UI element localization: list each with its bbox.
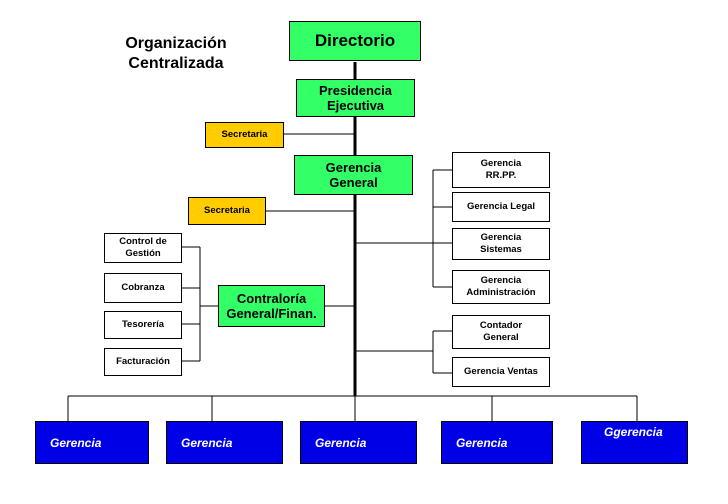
box-tesoreria: Tesorería	[104, 311, 182, 339]
box-secretaria-1: Secretaria	[205, 122, 284, 148]
box-gerencia-rrpp: Gerencia RR.PP.	[452, 152, 550, 188]
box-directorio: Directorio	[289, 21, 421, 61]
box-facturacion: Facturación	[104, 348, 182, 376]
box-gerencia-sistemas: Gerencia Sistemas	[452, 228, 550, 260]
box-gerencia-ventas: Gerencia Ventas	[452, 357, 550, 387]
box-gerencia-legal: Gerencia Legal	[452, 192, 550, 222]
box-gerencia-administracion: Gerencia Administración	[452, 270, 550, 304]
box-gerencia-bottom-4: Gerencia	[441, 421, 553, 464]
chart-title: Organización Centralizada	[125, 35, 227, 72]
box-contador-general: Contador General	[452, 315, 550, 349]
box-gerencia-bottom-1: Gerencia	[35, 421, 149, 464]
box-gerencia-general: Gerencia General	[294, 155, 413, 195]
box-control-gestion: Control de Gestión	[104, 233, 182, 263]
box-gerencia-bottom-3: Gerencia	[300, 421, 417, 464]
box-presidencia-ejecutiva: Presidencia Ejecutiva	[296, 79, 415, 117]
box-contraloria: Contraloría General/Finan.	[218, 285, 325, 327]
box-secretaria-2: Secretaria	[188, 197, 266, 225]
box-cobranza: Cobranza	[104, 273, 182, 303]
box-gerencia-bottom-2: Gerencia	[166, 421, 283, 464]
box-gerencia-bottom-5: Ggerencia	[581, 421, 688, 464]
